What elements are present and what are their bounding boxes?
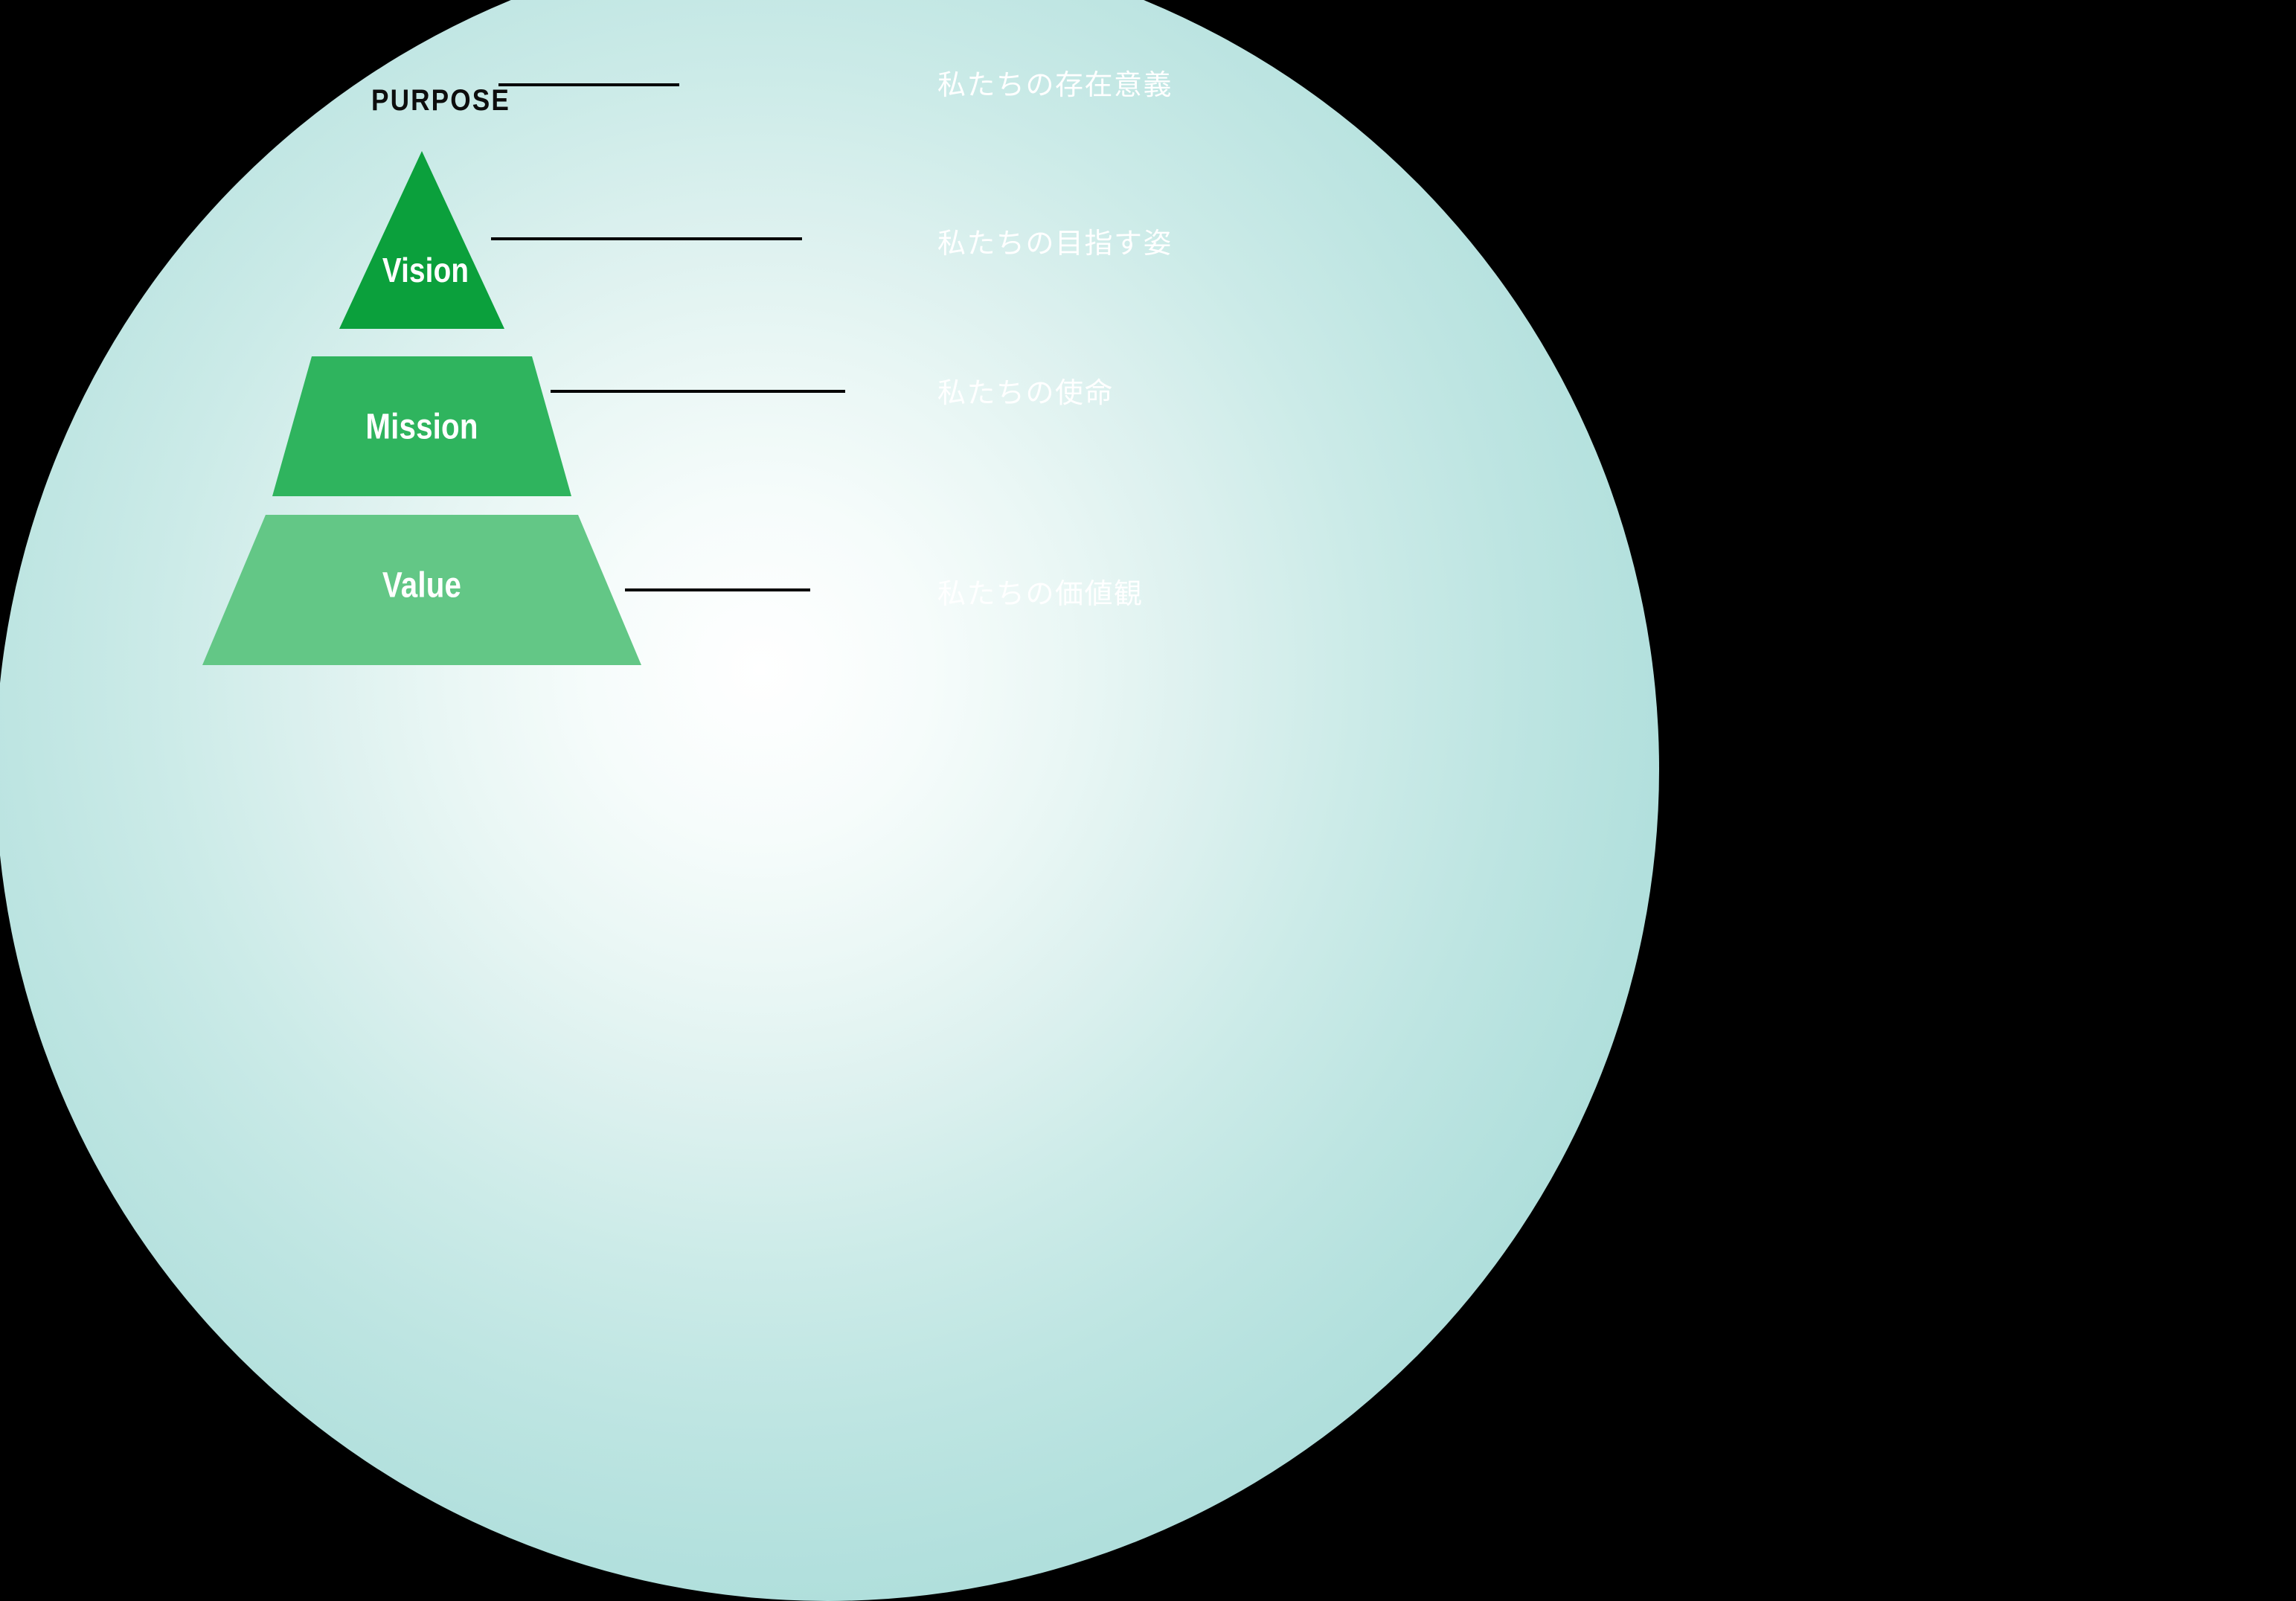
description-value: 私たちの価値観: [937, 577, 1144, 610]
diagram-canvas: Vision Mission Value PURPOSE 私たちの存在意義 私た…: [0, 0, 1659, 1601]
pyramid-graphic: [202, 151, 641, 665]
description-mission: 私たちの使命: [937, 376, 1115, 409]
leader-line-vision: [491, 237, 802, 240]
leader-line-mission: [551, 390, 845, 393]
pyramid-tier-value-label: Value: [382, 565, 462, 606]
leader-line-purpose: [498, 83, 679, 86]
pyramid-tier-vision[interactable]: [339, 151, 504, 329]
pyramid-tier-mission[interactable]: [272, 356, 571, 496]
description-vision: 私たちの目指す姿: [937, 227, 1173, 260]
description-purpose: 私たちの存在意義: [937, 68, 1173, 101]
leader-line-value: [625, 588, 810, 591]
pyramid-tier-value[interactable]: [202, 515, 641, 665]
pyramid-tier-mission-label: Mission: [365, 407, 478, 447]
pyramid-tier-vision-label: Vision: [382, 251, 469, 289]
purpose-label: PURPOSE: [371, 84, 510, 117]
